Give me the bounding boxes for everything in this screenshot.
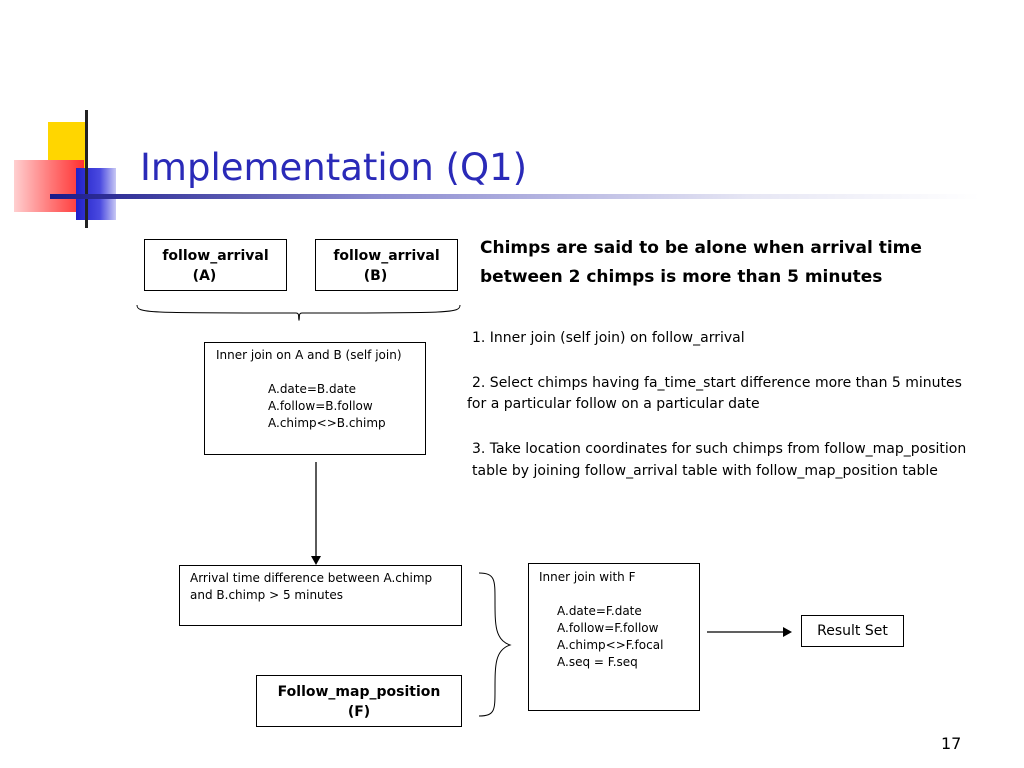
inner-join-ab-box: Inner join on A and B (self join) A.date… [204,342,426,455]
inner-join-f-condition: A.seq = F.seq [557,655,638,669]
right-brace [478,572,512,717]
inner-join-ab-condition: A.date=B.date [268,382,357,396]
step2-line1: 2. Select chimps having fa_time_start di… [472,375,962,391]
slide-title: Implementation (Q1) [140,146,528,189]
inner-join-ab-heading: Inner join on A and B (self join) [216,348,402,362]
follow-map-position-line2: (F) [347,704,371,720]
arrow-down-head [311,556,321,565]
follow-arrival-a-line1: follow_arrival [162,248,269,264]
step3-line1: 3. Take location coordinates for such ch… [472,441,967,457]
result-set-label: Result Set [817,623,888,639]
inner-join-f-condition: A.follow=F.follow [557,621,659,635]
inner-join-f-condition: A.date=F.date [557,604,642,618]
arrow-right-head [783,627,792,637]
page-number: 17 [941,734,962,753]
inner-join-ab-condition: A.chimp<>B.chimp [268,416,386,430]
inner-join-f-box: Inner join with F A.date=F.date A.follow… [528,563,700,711]
follow-arrival-a-box: follow_arrival (A) [144,239,287,291]
step3-line2: table by joining follow_arrival table wi… [472,463,938,479]
inner-join-f-condition: A.chimp<>F.focal [557,638,664,652]
title-underline [50,194,980,199]
inner-join-ab-condition: A.follow=B.follow [268,399,373,413]
vertical-rule [85,110,88,228]
top-brace [136,304,461,322]
headline-line1: Chimps are said to be alone when arrival… [480,238,922,258]
inner-join-f-heading: Inner join with F [539,570,636,584]
arrival-diff-line1: Arrival time difference between A.chimp [190,571,433,585]
follow-map-position-line1: Follow_map_position [277,684,441,700]
follow-arrival-b-line1: follow_arrival [333,248,440,264]
follow-arrival-b-line2: (B) [363,268,388,284]
step2-line2: for a particular follow on a particular … [467,396,760,412]
red-gradient-block [14,160,84,212]
step1-text: 1. Inner join (self join) on follow_arri… [472,330,745,346]
follow-arrival-a-line2: (A) [192,268,217,284]
result-set-box: Result Set [801,615,904,647]
follow-map-position-box: Follow_map_position (F) [256,675,462,727]
arrival-diff-box: Arrival time difference between A.chimp … [179,565,462,626]
follow-arrival-b-box: follow_arrival (B) [315,239,458,291]
arrival-diff-line2: and B.chimp > 5 minutes [190,588,343,602]
headline-line2: between 2 chimps is more than 5 minutes [480,267,883,287]
